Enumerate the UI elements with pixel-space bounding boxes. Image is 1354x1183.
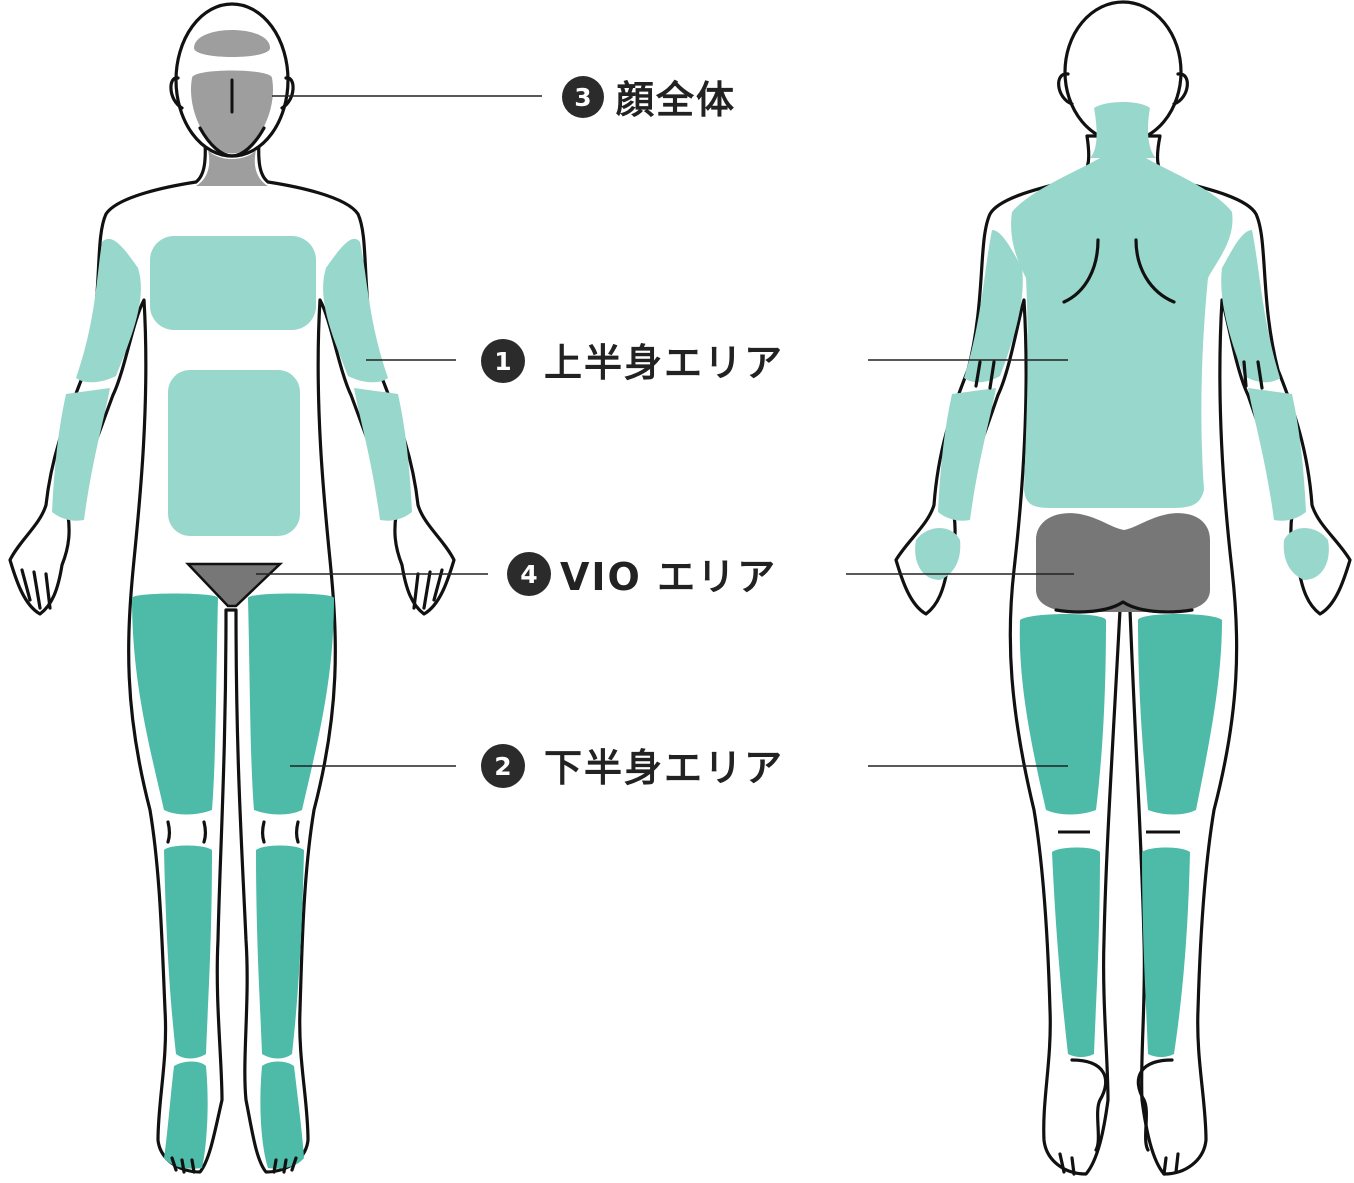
back-upper-arm-right: [1221, 230, 1280, 383]
front-abdomen-area: [168, 370, 300, 536]
badge-upper-number: 1: [494, 347, 511, 376]
back-upper-arm-left: [964, 230, 1023, 383]
back-forearm-right: [1248, 388, 1306, 521]
front-forearm-right: [354, 388, 412, 521]
front-knee-right-mark: [260, 820, 300, 844]
back-shoulder-blade-left: [1062, 238, 1100, 304]
back-heel-right: [1136, 1058, 1174, 1152]
back-calf-left: [1052, 847, 1100, 1057]
back-ear-right: [1172, 72, 1189, 106]
front-chest-area: [150, 236, 316, 330]
back-shoulder-blade-right: [1134, 238, 1176, 304]
front-shin-left: [164, 845, 212, 1059]
back-hand-left: [915, 528, 961, 580]
front-thigh-right: [248, 593, 334, 815]
back-elbow-left-mark: [974, 360, 996, 390]
front-fingers-left: [20, 568, 52, 610]
front-ear-left: [169, 76, 184, 110]
label-vio-text: VIO エリア: [560, 555, 777, 599]
front-forehead-area: [194, 30, 270, 57]
front-figure: [8, 2, 456, 1174]
badge-lower: [481, 744, 525, 788]
front-ear-right: [280, 76, 295, 110]
front-fingers-right: [412, 568, 444, 610]
front-jaw-line: [198, 126, 266, 158]
front-toes-right: [272, 1156, 298, 1174]
back-toes-right: [1162, 1152, 1180, 1176]
front-upper-arm-left: [76, 238, 141, 383]
front-foot-left: [164, 1061, 208, 1169]
back-vio-area: [1036, 513, 1210, 612]
badge-face: [562, 76, 604, 118]
front-thigh-left: [132, 593, 218, 815]
back-heel-left: [1070, 1058, 1108, 1152]
back-thigh-right: [1138, 614, 1222, 815]
back-ear-left: [1057, 72, 1074, 106]
front-forearm-left: [52, 388, 110, 521]
back-figure: [894, 0, 1352, 1176]
back-hand-right: [1283, 528, 1329, 580]
front-shin-right: [256, 845, 304, 1059]
badge-upper: [481, 339, 525, 383]
front-knee-left-mark: [166, 820, 208, 844]
front-neck-area: [196, 150, 268, 186]
front-foot-right: [260, 1061, 304, 1169]
label-upper-text: 上半身エリア: [544, 341, 784, 385]
badge-vio-number: 4: [520, 560, 537, 589]
label-face: 3 顔全体: [562, 76, 736, 122]
front-toes-left: [170, 1156, 196, 1174]
front-upper-arm-right: [323, 238, 388, 383]
back-thigh-left: [1019, 614, 1106, 815]
back-toes-left: [1058, 1152, 1076, 1176]
label-lower-text: 下半身エリア: [544, 746, 784, 790]
back-calf-right: [1142, 847, 1190, 1057]
back-neck-area: [1090, 102, 1156, 158]
front-body-outline: [8, 138, 456, 1174]
badge-face-number: 3: [574, 83, 591, 112]
label-vio: 4 VIO エリア: [507, 552, 777, 599]
back-back-area: [1011, 158, 1233, 508]
badge-lower-number: 2: [494, 752, 511, 781]
back-elbow-right-mark: [1242, 360, 1264, 390]
label-upper: 1 上半身エリア: [481, 339, 784, 385]
back-forearm-left: [938, 388, 996, 521]
badge-vio: [507, 552, 551, 596]
label-face-text: 顔全体: [616, 78, 736, 122]
label-lower: 2 下半身エリア: [481, 744, 784, 790]
back-gluteal-line: [1054, 600, 1194, 614]
